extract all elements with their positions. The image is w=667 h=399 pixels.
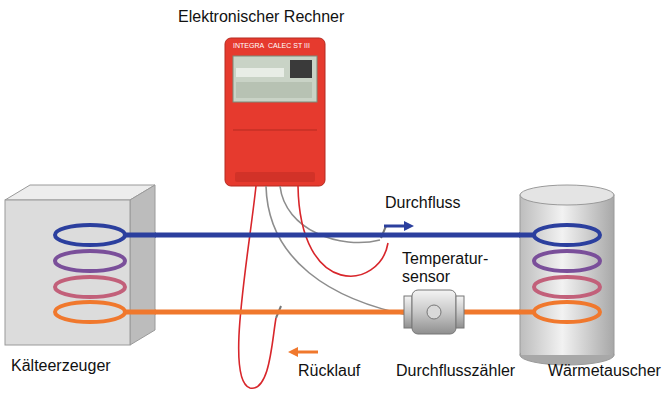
flow-arrow [288, 221, 414, 357]
pipe [155, 233, 520, 238]
node-label: Kälteerzeuger [11, 357, 111, 375]
coil-turn [534, 251, 600, 271]
coil-turn [534, 225, 600, 245]
chiller-box: Kälteerzeuger [5, 185, 155, 345]
pipe-stub [125, 310, 156, 315]
coil-turn [534, 302, 600, 322]
pipe-stub [125, 233, 156, 238]
temperature-sensor [276, 226, 386, 318]
flow-meter [404, 290, 464, 334]
pipe-stub [519, 310, 534, 315]
node-label: Elektronischer Rechner [178, 8, 344, 26]
coil [519, 225, 600, 322]
heat-exchanger-cylinder [520, 185, 614, 365]
chiller-cube [5, 185, 155, 345]
flow-label: Durchfluss [385, 194, 461, 212]
wires [239, 186, 412, 388]
calculator-device [225, 38, 325, 186]
flow-meter-label: Durchflusszähler [396, 362, 515, 380]
model-label: CALEC ST III [268, 42, 310, 50]
flow-label: Rücklauf [298, 362, 360, 380]
heat-exchanger-box: Wärmetauscher [520, 185, 615, 365]
coil-turn [55, 302, 125, 322]
device-heading: Elektronischer Rechner [178, 8, 378, 30]
pipe-stub [519, 233, 534, 238]
coil-turn [55, 277, 125, 297]
coil-turn [55, 225, 125, 245]
coil-turn [534, 277, 600, 297]
coil-turn [55, 251, 125, 271]
pipe [155, 310, 520, 315]
coil [55, 225, 156, 322]
node-label: Wärmetauscher [548, 362, 661, 380]
sensor-label: Temperatur- sensor [402, 250, 494, 287]
brand-label: INTEGRA [233, 42, 264, 50]
